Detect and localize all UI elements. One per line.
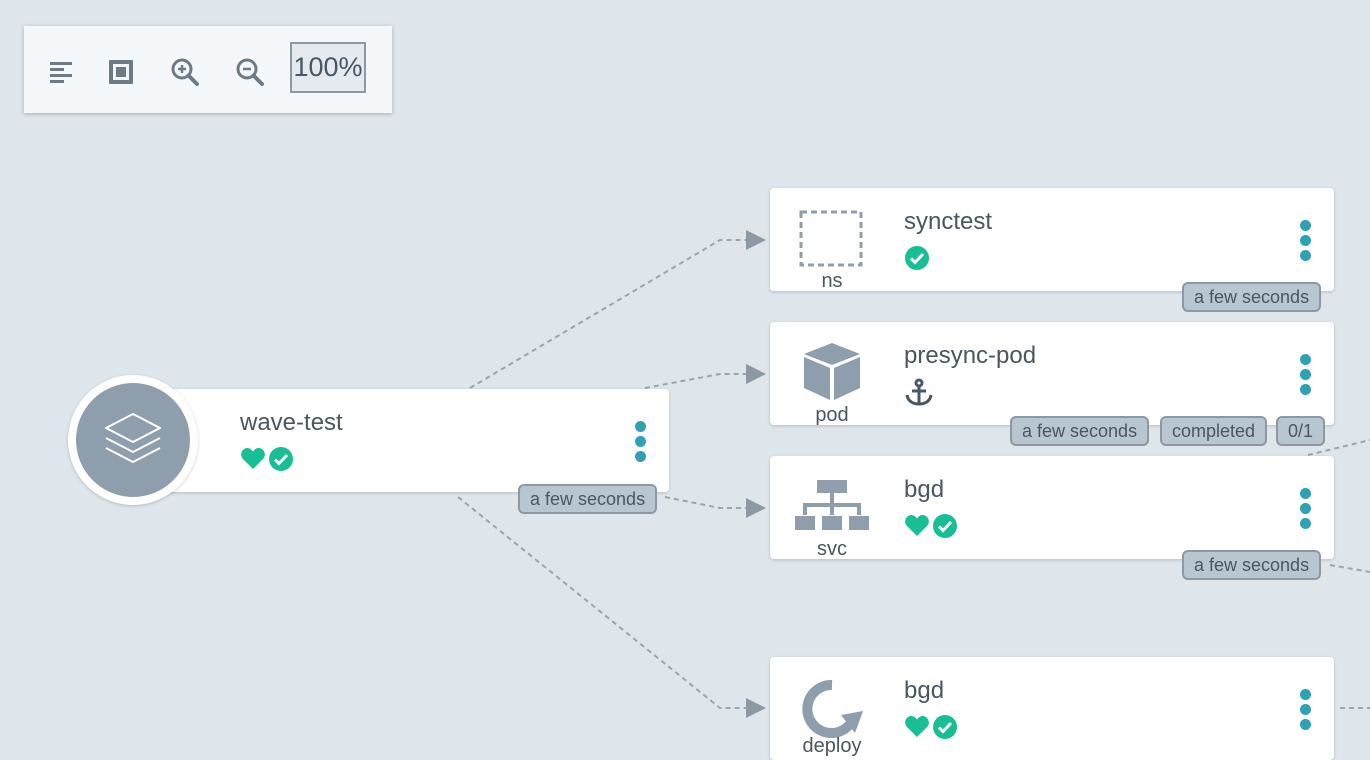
edge-pod-out: [1307, 439, 1370, 456]
resource-status: [904, 378, 934, 406]
resource-node-svc-bgd[interactable]: svc bgd: [770, 456, 1334, 560]
fit-to-screen-button[interactable]: [97, 48, 145, 96]
resource-kind-svc: svc: [817, 538, 847, 560]
resource-node-pod-presync-pod[interactable]: pod presync-pod: [770, 322, 1334, 426]
resource-status: [904, 244, 930, 272]
zoom-out-icon: [236, 58, 264, 86]
resource-name: bgd: [904, 476, 945, 503]
edge-app-to-pod: [644, 364, 766, 389]
resource-kind-ns: ns: [821, 270, 843, 292]
healthy-heart-icon: [905, 515, 929, 536]
resource-name: bgd: [904, 677, 945, 704]
app-status: [240, 445, 294, 473]
resource-name: synctest: [904, 208, 993, 235]
zoom-in-icon: [171, 58, 199, 86]
deployment-icon: [802, 679, 863, 738]
zoom-out-button[interactable]: [226, 48, 274, 96]
pod-phase-tag: completed: [1160, 416, 1268, 446]
zoom-in-button[interactable]: [161, 48, 209, 96]
zoom-level-display[interactable]: 100%: [290, 42, 366, 93]
resource-menu-button[interactable]: [1300, 488, 1312, 529]
align-left-button[interactable]: [37, 48, 85, 96]
resource-status: [904, 713, 958, 741]
synced-check-icon: [933, 715, 957, 739]
layers-icon: [105, 413, 161, 463]
app-name: wave-test: [240, 409, 343, 436]
app-node[interactable]: wave-test: [160, 389, 669, 492]
svc-age-tag: a few seconds: [1182, 550, 1322, 580]
resource-kind-pod: pod: [815, 404, 849, 426]
app-icon-circle: [68, 375, 198, 505]
resource-kind-deploy: deploy: [802, 735, 862, 757]
app-age-tag: a few seconds: [518, 484, 658, 514]
edge-app-to-deploy: [457, 496, 766, 718]
pod-cube-icon: [804, 343, 860, 400]
namespace-icon: [799, 210, 863, 267]
resource-status: [904, 512, 958, 540]
synced-check-icon: [933, 514, 957, 538]
align-left-icon: [50, 62, 72, 83]
service-icon: [795, 480, 869, 530]
fit-screen-icon: [109, 60, 133, 84]
resource-menu-button[interactable]: [1300, 689, 1312, 730]
synced-check-icon: [269, 447, 293, 471]
resource-menu-button[interactable]: [1300, 354, 1312, 395]
edge-svc-out: [1329, 564, 1370, 573]
app-menu-button[interactable]: [635, 421, 647, 462]
pod-ready-tag: 0/1: [1276, 416, 1326, 446]
resource-node-ns-synctest[interactable]: ns synctest: [770, 188, 1334, 292]
edge-app-to-ns: [469, 230, 766, 389]
synced-check-icon: [905, 246, 929, 270]
healthy-heart-icon: [241, 448, 265, 469]
ns-age-tag: a few seconds: [1182, 282, 1322, 312]
pod-age-tag: a few seconds: [1010, 416, 1150, 446]
resource-menu-button[interactable]: [1300, 220, 1312, 261]
resource-name: presync-pod: [904, 342, 1037, 369]
healthy-heart-icon: [905, 716, 929, 737]
edge-app-to-svc: [664, 496, 766, 518]
resource-node-deploy-bgd[interactable]: deploy bgd: [770, 657, 1334, 760]
graph-toolbar: 100%: [24, 26, 392, 113]
hook-anchor-icon: [905, 378, 933, 406]
